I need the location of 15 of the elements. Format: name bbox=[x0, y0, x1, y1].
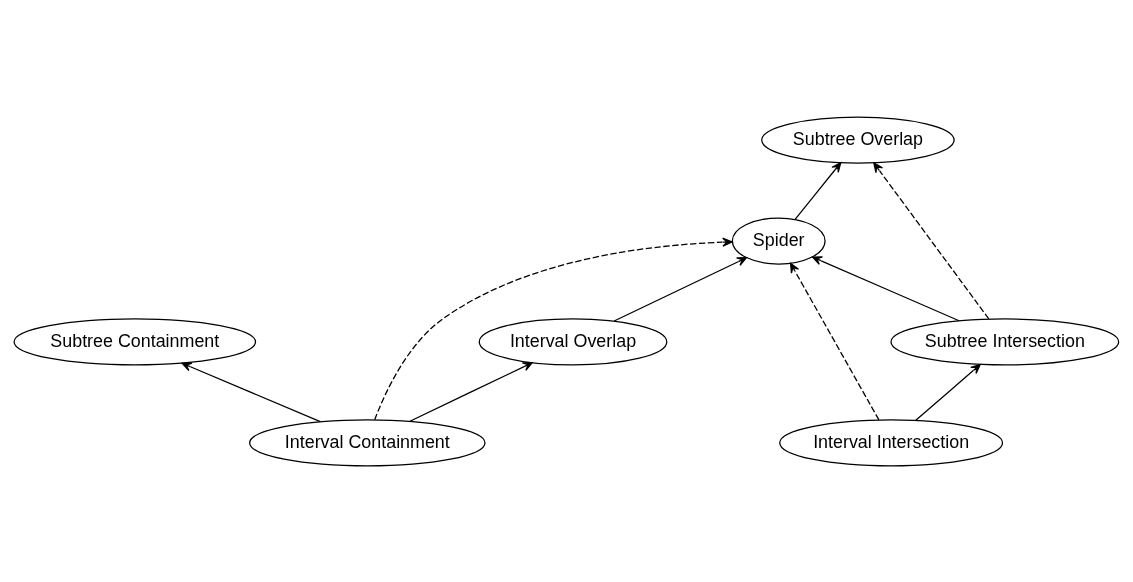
arrow bbox=[181, 361, 321, 422]
arrow bbox=[374, 237, 733, 420]
node-ellipse: Interval Containment bbox=[249, 418, 486, 467]
node-ellipse: Subtree Intersection bbox=[890, 317, 1120, 366]
arrow bbox=[794, 161, 842, 220]
arrow bbox=[873, 161, 990, 320]
arrow bbox=[789, 262, 880, 421]
node-ellipse: Interval Intersection bbox=[779, 418, 1004, 467]
arrow bbox=[409, 361, 533, 422]
node-ellipse: Interval Overlap bbox=[478, 317, 668, 366]
arrow bbox=[812, 255, 960, 321]
node-ellipse: Subtree Overlap bbox=[761, 115, 955, 164]
node-ellipse: Subtree Containment bbox=[13, 317, 257, 366]
arrow bbox=[915, 363, 981, 421]
arrow bbox=[613, 256, 748, 322]
